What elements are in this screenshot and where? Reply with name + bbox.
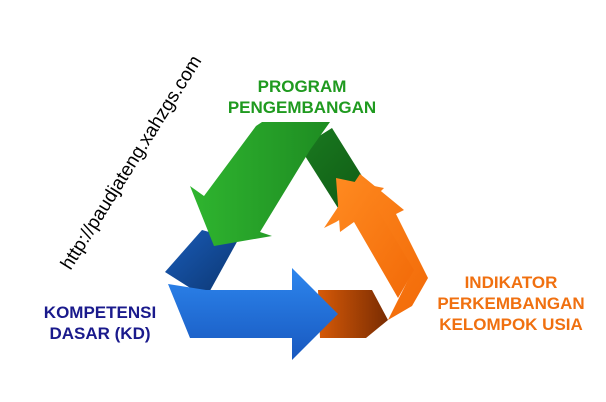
blue-fold-segment [165,230,238,298]
node-kd-line1: KOMPETENSI [43,303,157,322]
blue-arrow [168,268,338,360]
green-arrow [190,122,330,246]
node-indikator-line2: PERKEMBANGAN [437,294,585,313]
node-indikator-line1: INDIKATOR [464,273,558,292]
node-program-pengembangan: PROGRAM PENGEMBANGAN [214,76,390,118]
node-kompetensi-dasar: KOMPETENSI DASAR (KD) [28,302,172,344]
node-kd-line2: DASAR (KD) [49,324,151,343]
node-indikator-line3: KELOMPOK USIA [439,315,583,334]
node-indikator-perkembangan: INDIKATOR PERKEMBANGAN KELOMPOK USIA [428,272,594,335]
orange-fold-segment [318,290,388,338]
node-program-line1: PROGRAM [257,77,347,96]
orange-arrow-head [336,178,414,298]
node-program-line2: PENGEMBANGAN [227,98,377,117]
